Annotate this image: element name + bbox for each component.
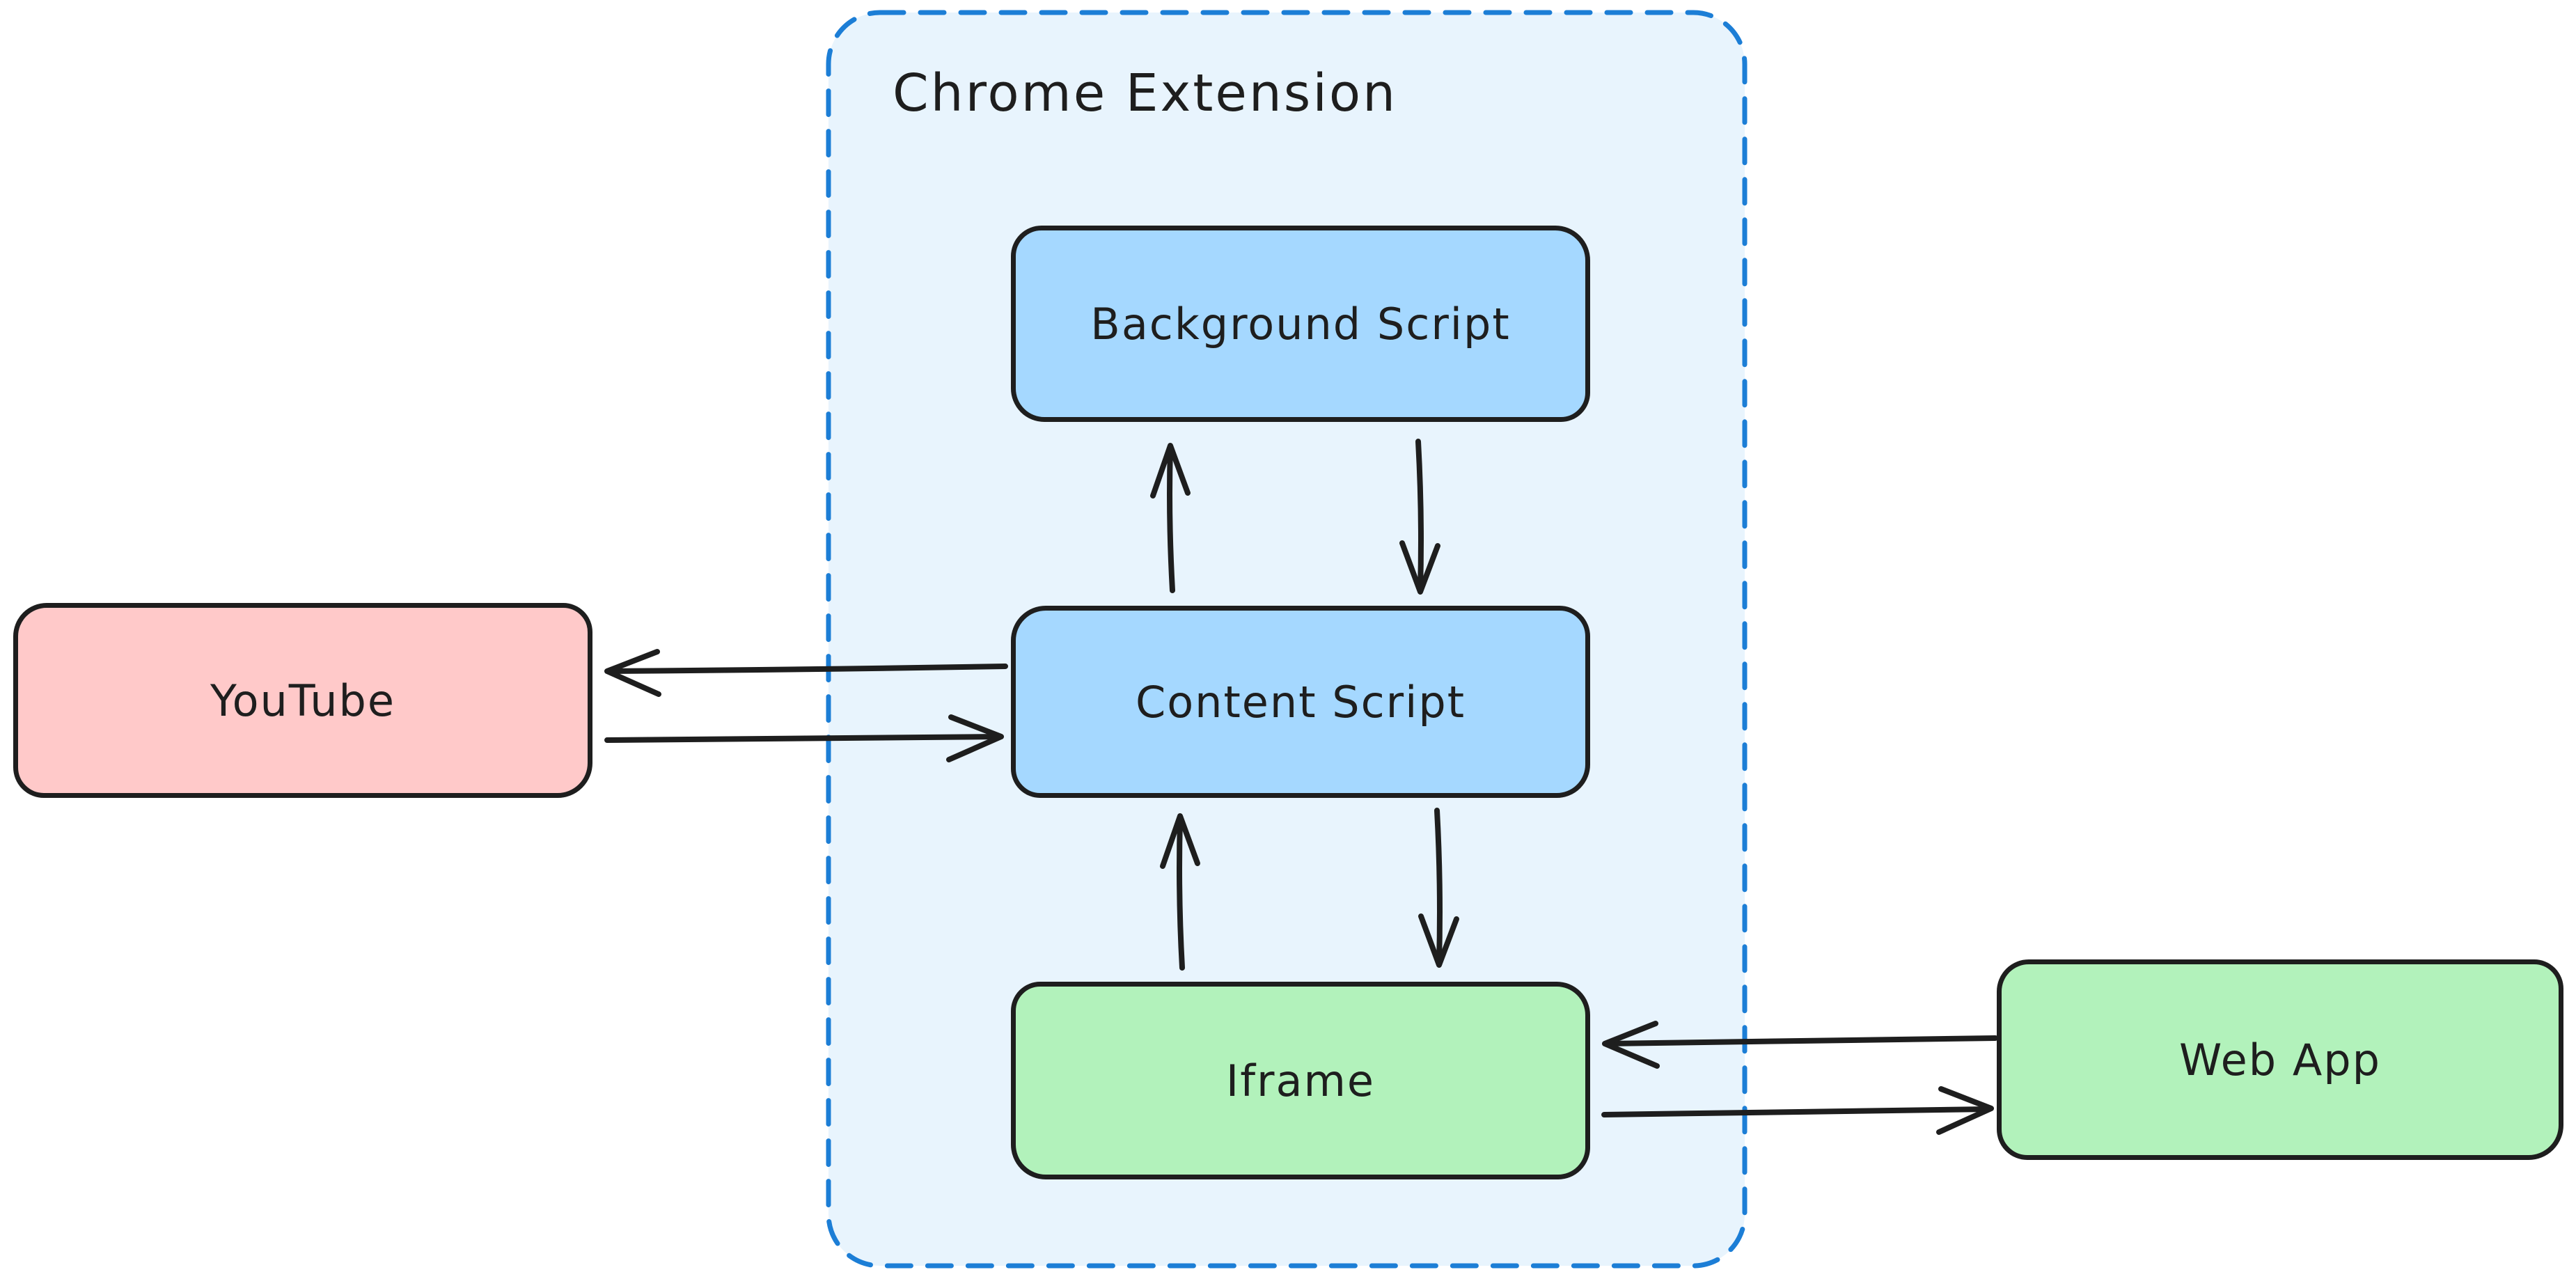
chrome-extension-label: Chrome Extension (893, 63, 1398, 123)
arrow-iframe-to-content-script (1160, 813, 1200, 971)
arrow-web-app-to-iframe (1602, 1021, 1998, 1069)
arrow-iframe-to-web-app (1601, 1086, 1994, 1135)
node-iframe: Iframe (1011, 982, 1590, 1179)
node-web-app: Web App (1997, 959, 2563, 1160)
arrows (604, 439, 1998, 1135)
node-youtube-label: YouTube (210, 675, 396, 726)
node-iframe-label: Iframe (1225, 1055, 1376, 1106)
node-background-script-label: Background Script (1090, 298, 1511, 350)
node-content-script: Content Script (1011, 606, 1590, 798)
node-web-app-label: Web App (2178, 1034, 2381, 1085)
arrow-content-script-to-background-script (1150, 443, 1191, 593)
node-content-script-label: Content Script (1135, 676, 1466, 728)
arrow-background-script-to-content-script (1399, 439, 1440, 595)
node-youtube: YouTube (13, 603, 592, 798)
arrow-youtube-to-content-script (604, 714, 1004, 762)
arrow-content-script-to-youtube (604, 649, 1008, 697)
node-background-script: Background Script (1011, 226, 1590, 422)
arrow-content-script-to-iframe (1418, 808, 1459, 968)
